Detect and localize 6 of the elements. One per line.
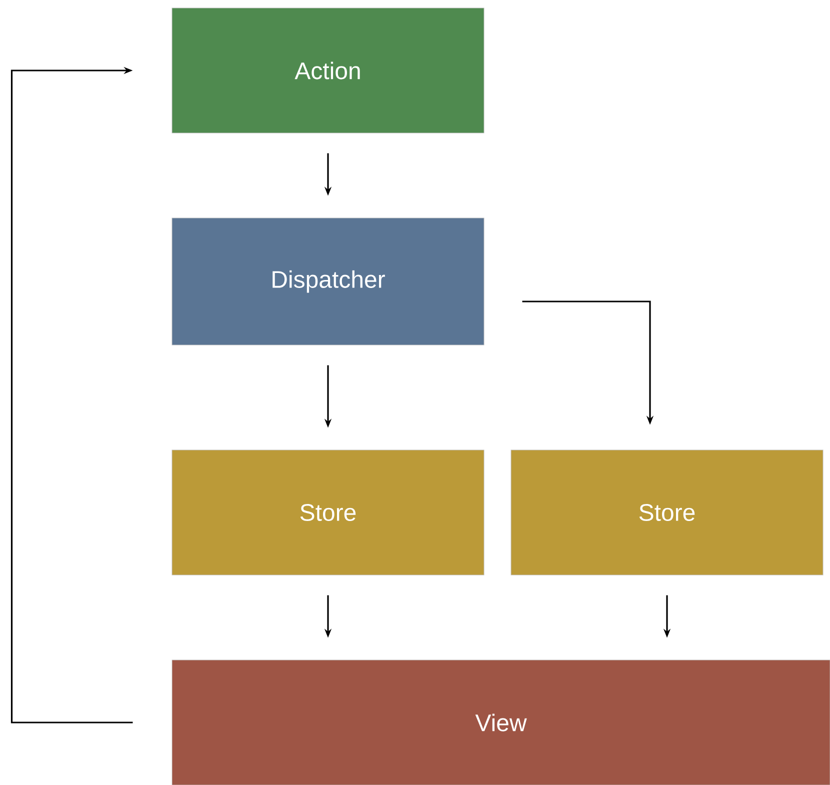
process-box: Dispatcher xyxy=(172,218,484,346)
arrow xyxy=(10,66,133,724)
process-box: Store xyxy=(172,450,484,576)
process-box: Store xyxy=(510,450,824,576)
process-box: View xyxy=(172,660,830,785)
process-box: Action xyxy=(172,8,484,134)
